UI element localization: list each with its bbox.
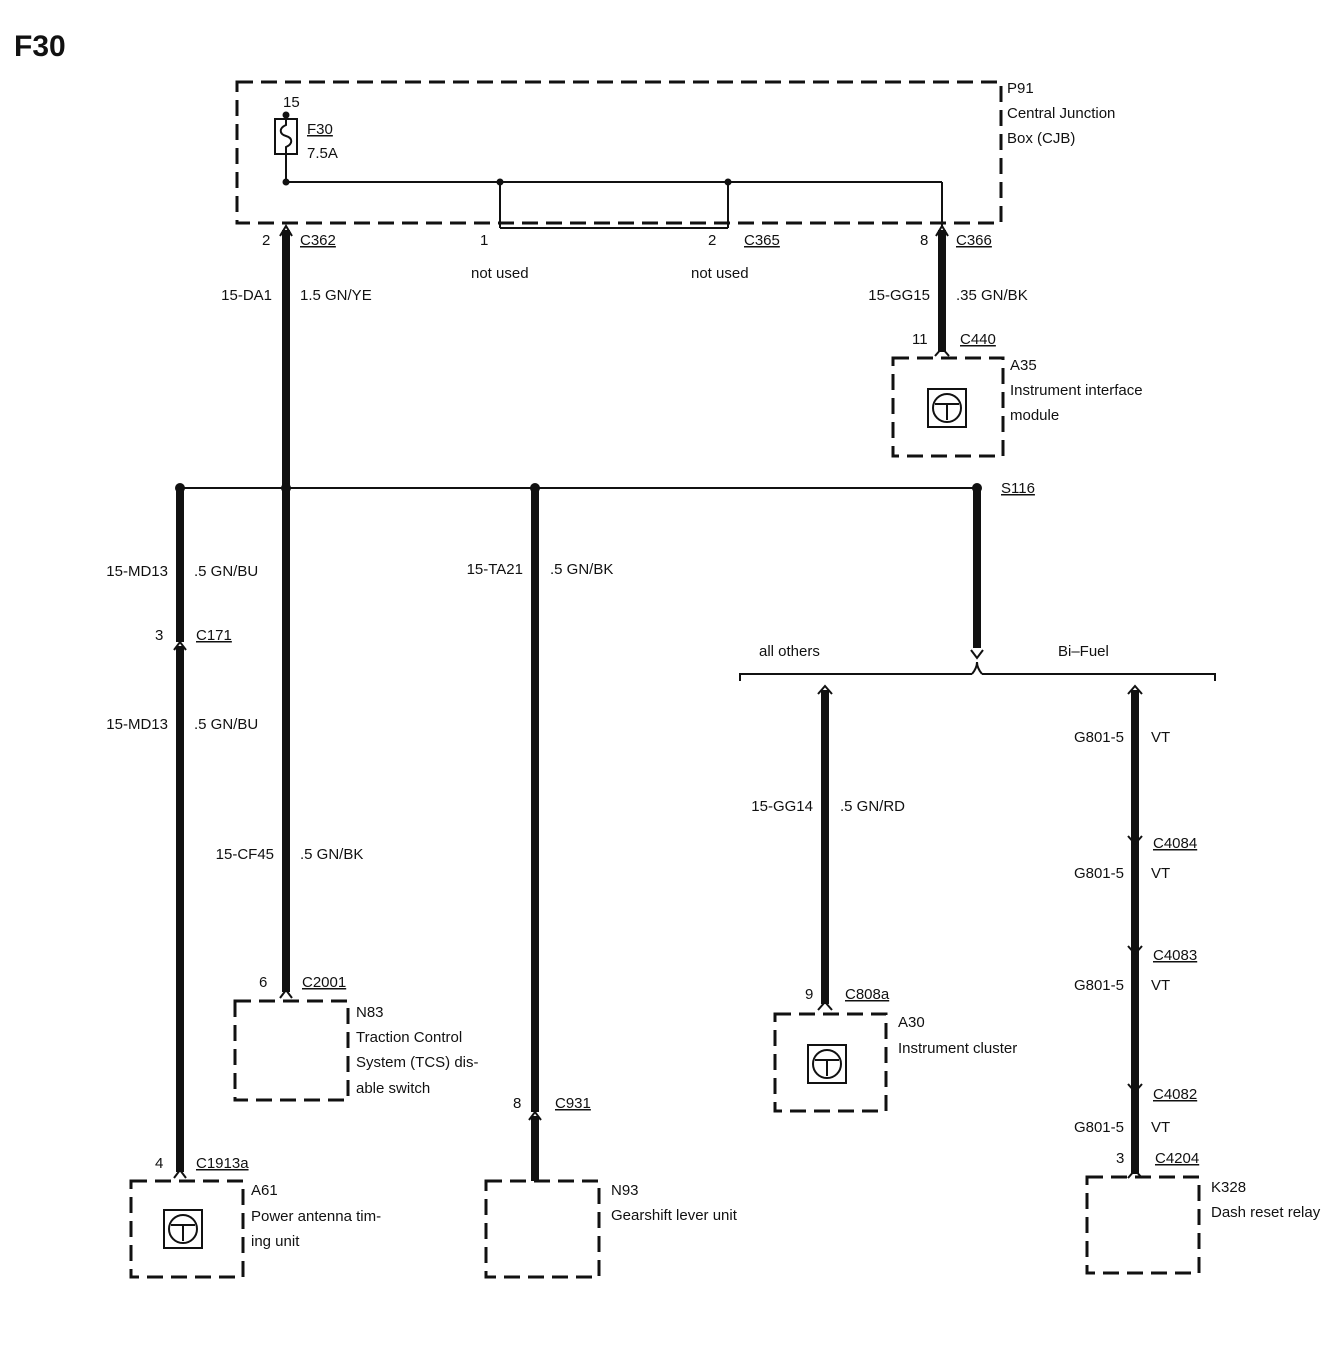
- c440-label: C440: [960, 331, 996, 348]
- wire-g801-5-spec-2: VT: [1151, 865, 1170, 882]
- wire-15-da1-id: 15-DA1: [221, 287, 272, 304]
- n93-unit-box: [484, 1179, 601, 1279]
- cjb-internal-bus: [282, 178, 943, 229]
- wire-g801-5-spec-1: VT: [1151, 729, 1170, 746]
- c4083-connector-icon: [1127, 945, 1143, 956]
- a30-cluster-box: [773, 1012, 888, 1113]
- not-used-label-2: not used: [691, 265, 749, 282]
- a61-module-box: [129, 1179, 245, 1279]
- c365-pin-1: 1: [480, 232, 488, 249]
- a35-module-icon: [927, 388, 967, 428]
- wire-g801-5-spec-4: VT: [1151, 1119, 1170, 1136]
- option-branch-bracket: [739, 661, 1216, 681]
- k328-relay-box: [1085, 1175, 1201, 1275]
- wire-15-md13-spec-2: .5 GN/BU: [194, 716, 258, 733]
- option-left-connector-icon: [817, 684, 833, 695]
- c808a-label: C808a: [845, 986, 890, 1003]
- a30-cluster-icon: [807, 1044, 847, 1084]
- n83-name-line2: System (TCS) dis-: [356, 1054, 479, 1071]
- a61-name-line2: ing unit: [251, 1233, 300, 1250]
- c4084-connector-icon: [1127, 835, 1143, 846]
- c2001-pin: 6: [259, 974, 267, 991]
- wire-15-ta21-id: 15-TA21: [467, 561, 523, 578]
- a61-name-line1: Power antenna tim-: [251, 1208, 381, 1225]
- option-branch-arrow-icon: [970, 649, 984, 660]
- wire-15-gg15-spec: .35 GN/BK: [956, 287, 1028, 304]
- c366-pin: 8: [920, 232, 928, 249]
- wire-g801-5-id-1: G801-5: [1074, 729, 1124, 746]
- c2001-label: C2001: [302, 974, 346, 991]
- c4204-connector-icon: [1127, 1168, 1143, 1179]
- c4082-connector-icon: [1127, 1083, 1143, 1094]
- c4083-label: C4083: [1153, 947, 1197, 964]
- a30-id: A30: [898, 1014, 925, 1031]
- a35-module-box: [891, 356, 1005, 458]
- c440-pin: 11: [912, 331, 928, 348]
- n83-name-line1: Traction Control: [356, 1029, 462, 1046]
- fuse-icon: [274, 111, 298, 182]
- c808a-connector-icon: [817, 1000, 833, 1011]
- a35-name-line2: module: [1010, 407, 1059, 424]
- c362-pin: 2: [262, 232, 270, 249]
- a30-name-line1: Instrument cluster: [898, 1040, 1017, 1057]
- c931-label: C931: [555, 1095, 591, 1112]
- n83-id: N83: [356, 1004, 384, 1021]
- c171-label: C171: [196, 627, 232, 644]
- a35-id: A35: [1010, 357, 1037, 374]
- c365-label: C365: [744, 232, 780, 249]
- k328-id: K328: [1211, 1179, 1246, 1196]
- wire-15-gg15-id: 15-GG15: [868, 287, 930, 304]
- a61-id: A61: [251, 1182, 278, 1199]
- diagram-title: F30: [14, 30, 66, 63]
- n93-name-line1: Gearshift lever unit: [611, 1207, 738, 1224]
- wire-15-md13-spec-1: .5 GN/BU: [194, 563, 258, 580]
- option-all-others: all others: [759, 643, 820, 660]
- not-used-label-1: not used: [471, 265, 529, 282]
- wire-g801-5-id-4: G801-5: [1074, 1119, 1124, 1136]
- c440-connector-icon: [934, 346, 950, 357]
- c2001-connector-icon: [279, 988, 293, 999]
- wire-g801-5-id-2: G801-5: [1074, 865, 1124, 882]
- wire-15-cf45-id: 15-CF45: [216, 846, 274, 863]
- wire-15-gg14-id: 15-GG14: [751, 798, 813, 815]
- c366-label: C366: [956, 232, 992, 249]
- c4082-label: C4082: [1153, 1086, 1197, 1103]
- c4204-pin: 3: [1116, 1150, 1124, 1167]
- c4084-label: C4084: [1153, 835, 1197, 852]
- c931-pin: 8: [513, 1095, 521, 1112]
- wire-15-da1-spec: 1.5 GN/YE: [300, 287, 372, 304]
- c1913a-label: C1913a: [196, 1155, 249, 1172]
- wire-15-md13-id-2: 15-MD13: [106, 716, 168, 733]
- c1913a-pin: 4: [155, 1155, 163, 1172]
- c365-pin-2: 2: [708, 232, 716, 249]
- option-bi-fuel: Bi–Fuel: [1058, 643, 1109, 660]
- c808a-pin: 9: [805, 986, 813, 1003]
- a61-module-icon: [163, 1209, 203, 1249]
- wire-15-md13-id-1: 15-MD13: [106, 563, 168, 580]
- cjb-name-line1: Central Junction: [1007, 105, 1115, 122]
- k328-name-line1: Dash reset relay: [1211, 1204, 1321, 1221]
- cjb-name-line2: Box (CJB): [1007, 130, 1075, 147]
- fuse-rating: 7.5A: [307, 145, 338, 162]
- fuse-id: F30: [307, 121, 333, 138]
- splice-id: S116: [1001, 480, 1035, 497]
- n83-name-line3: able switch: [356, 1080, 430, 1097]
- c1913a-connector-icon: [173, 1168, 187, 1179]
- c4204-label: C4204: [1155, 1150, 1199, 1167]
- cjb-box: [235, 80, 1003, 225]
- a35-name-line1: Instrument interface: [1010, 382, 1143, 399]
- wire-g801-5-spec-3: VT: [1151, 977, 1170, 994]
- wire-g801-5-id-3: G801-5: [1074, 977, 1124, 994]
- option-right-connector-icon: [1127, 684, 1143, 695]
- wire-15-cf45-spec: .5 GN/BK: [300, 846, 363, 863]
- fuse-pin: 15: [283, 94, 300, 111]
- c171-pin: 3: [155, 627, 163, 644]
- n93-id: N93: [611, 1182, 639, 1199]
- n83-switch-box: [233, 999, 350, 1102]
- cjb-id: P91: [1007, 80, 1034, 97]
- c362-label: C362: [300, 232, 336, 249]
- wire-15-ta21-spec: .5 GN/BK: [550, 561, 613, 578]
- wire-15-gg14-spec: .5 GN/RD: [840, 798, 905, 815]
